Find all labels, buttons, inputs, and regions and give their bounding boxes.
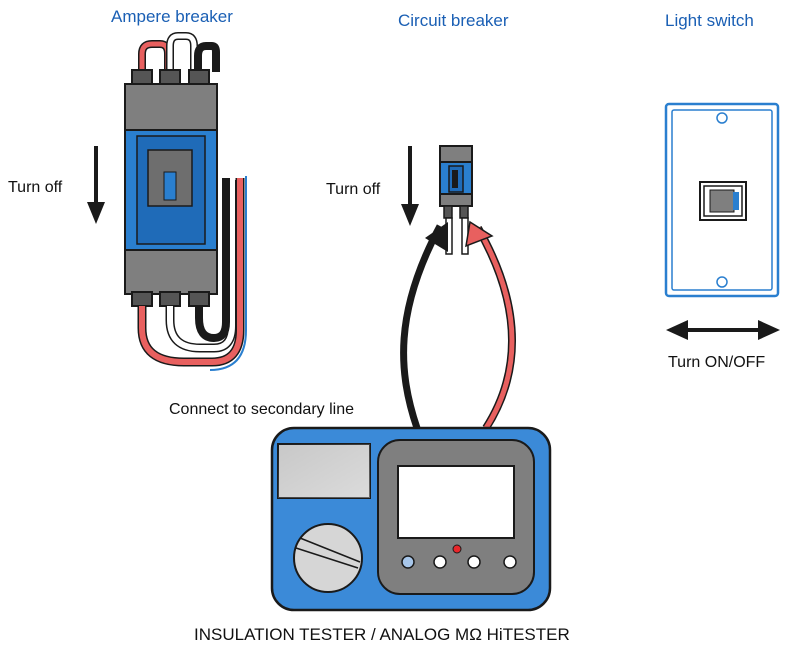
circuit-breaker bbox=[439, 145, 473, 255]
turn-off-label-1: Turn off bbox=[8, 179, 63, 196]
connect-secondary-label: Connect to secondary line bbox=[169, 401, 354, 418]
double-arrow-icon bbox=[666, 320, 780, 340]
turn-on-off-label: Turn ON/OFF bbox=[668, 354, 765, 371]
turn-off-arrow-icon bbox=[401, 146, 419, 226]
light-switch-label: Light switch bbox=[665, 11, 754, 30]
insulation-tester bbox=[270, 426, 552, 612]
light-switch bbox=[664, 102, 780, 298]
ampere-breaker-label: Ampere breaker bbox=[111, 7, 233, 26]
footer-caption: INSULATION TESTER / ANALOG MΩ HiTESTER bbox=[194, 625, 570, 644]
turn-off-label-2: Turn off bbox=[326, 181, 381, 198]
red-test-lead bbox=[465, 220, 516, 431]
ampere-breaker bbox=[124, 32, 247, 371]
turn-off-arrow-icon bbox=[87, 146, 105, 224]
circuit-breaker-label: Circuit breaker bbox=[398, 11, 509, 30]
black-test-lead bbox=[400, 222, 448, 430]
